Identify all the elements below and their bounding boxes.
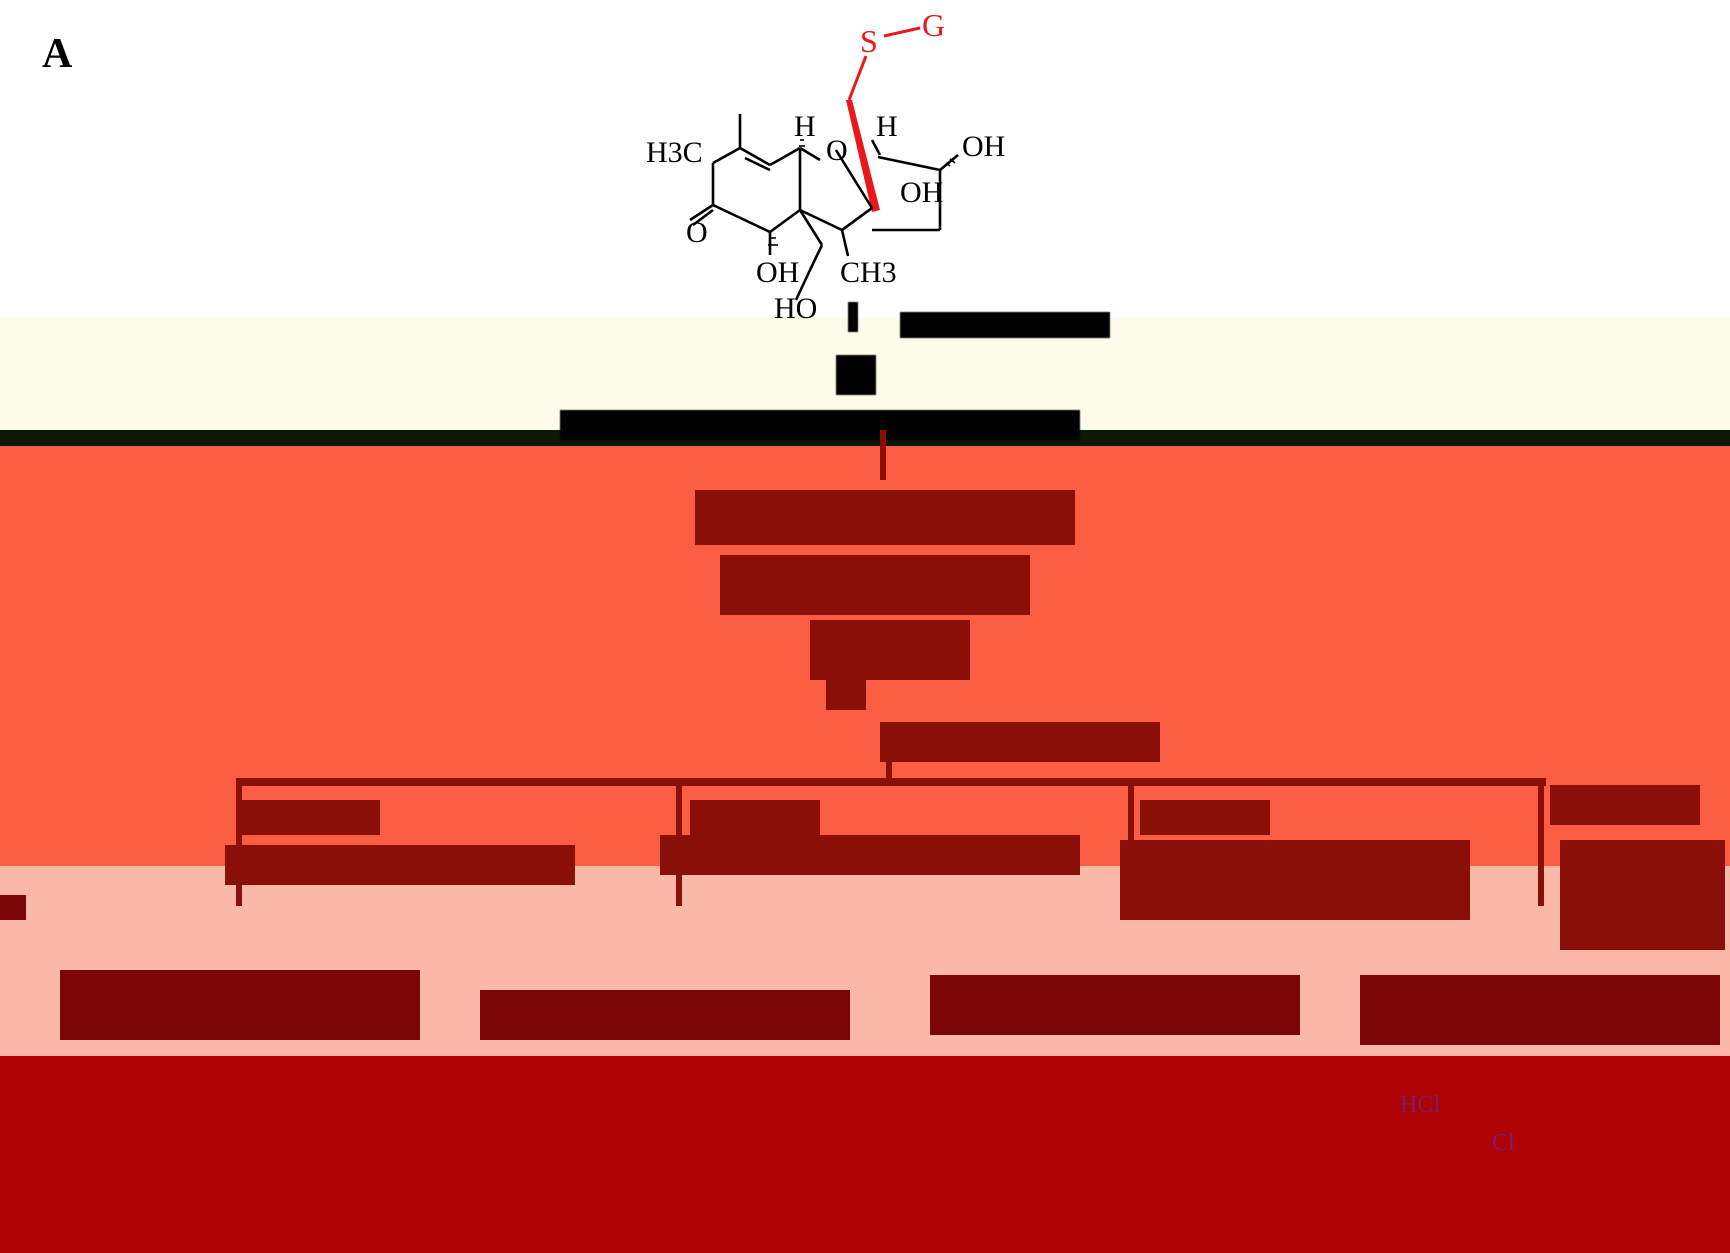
atom-ch3: CH3 [840, 256, 897, 289]
atom-h3c: H3C [646, 136, 703, 169]
maroon-band [0, 1056, 1730, 1253]
atom-labels: H3C H O H OH OH O OH CH3 HO [646, 110, 1005, 325]
hcl-label: HCl [1400, 1092, 1440, 1118]
garbled-scheme-region-2 [225, 430, 1725, 950]
atom-o-ring: O [826, 134, 848, 167]
atom-oh-inner: OH [900, 176, 943, 209]
glutathione-label: G [922, 7, 945, 43]
atom-h-right: H [876, 110, 898, 143]
sulfur-label: S [860, 23, 878, 59]
glutathione-substituent: S G [846, 7, 945, 212]
wedge-bond-red [846, 100, 880, 212]
atom-h-left: H [794, 110, 816, 143]
s-g-bond [883, 26, 921, 38]
atom-o-ketone: O [686, 216, 708, 249]
panel-label: A [42, 31, 73, 77]
hashed-bonds [768, 139, 956, 246]
ch2-s-bond [847, 55, 868, 101]
atom-ho: HO [774, 292, 817, 325]
cl-label: Cl [1492, 1130, 1515, 1156]
trichothecene-skeleton [689, 114, 959, 301]
garbled-scheme-region-3 [0, 895, 1720, 1045]
garbled-scheme-region-1 [560, 302, 1110, 440]
atom-oh-bottom: OH [756, 256, 799, 289]
atom-oh-right: OH [962, 130, 1005, 163]
